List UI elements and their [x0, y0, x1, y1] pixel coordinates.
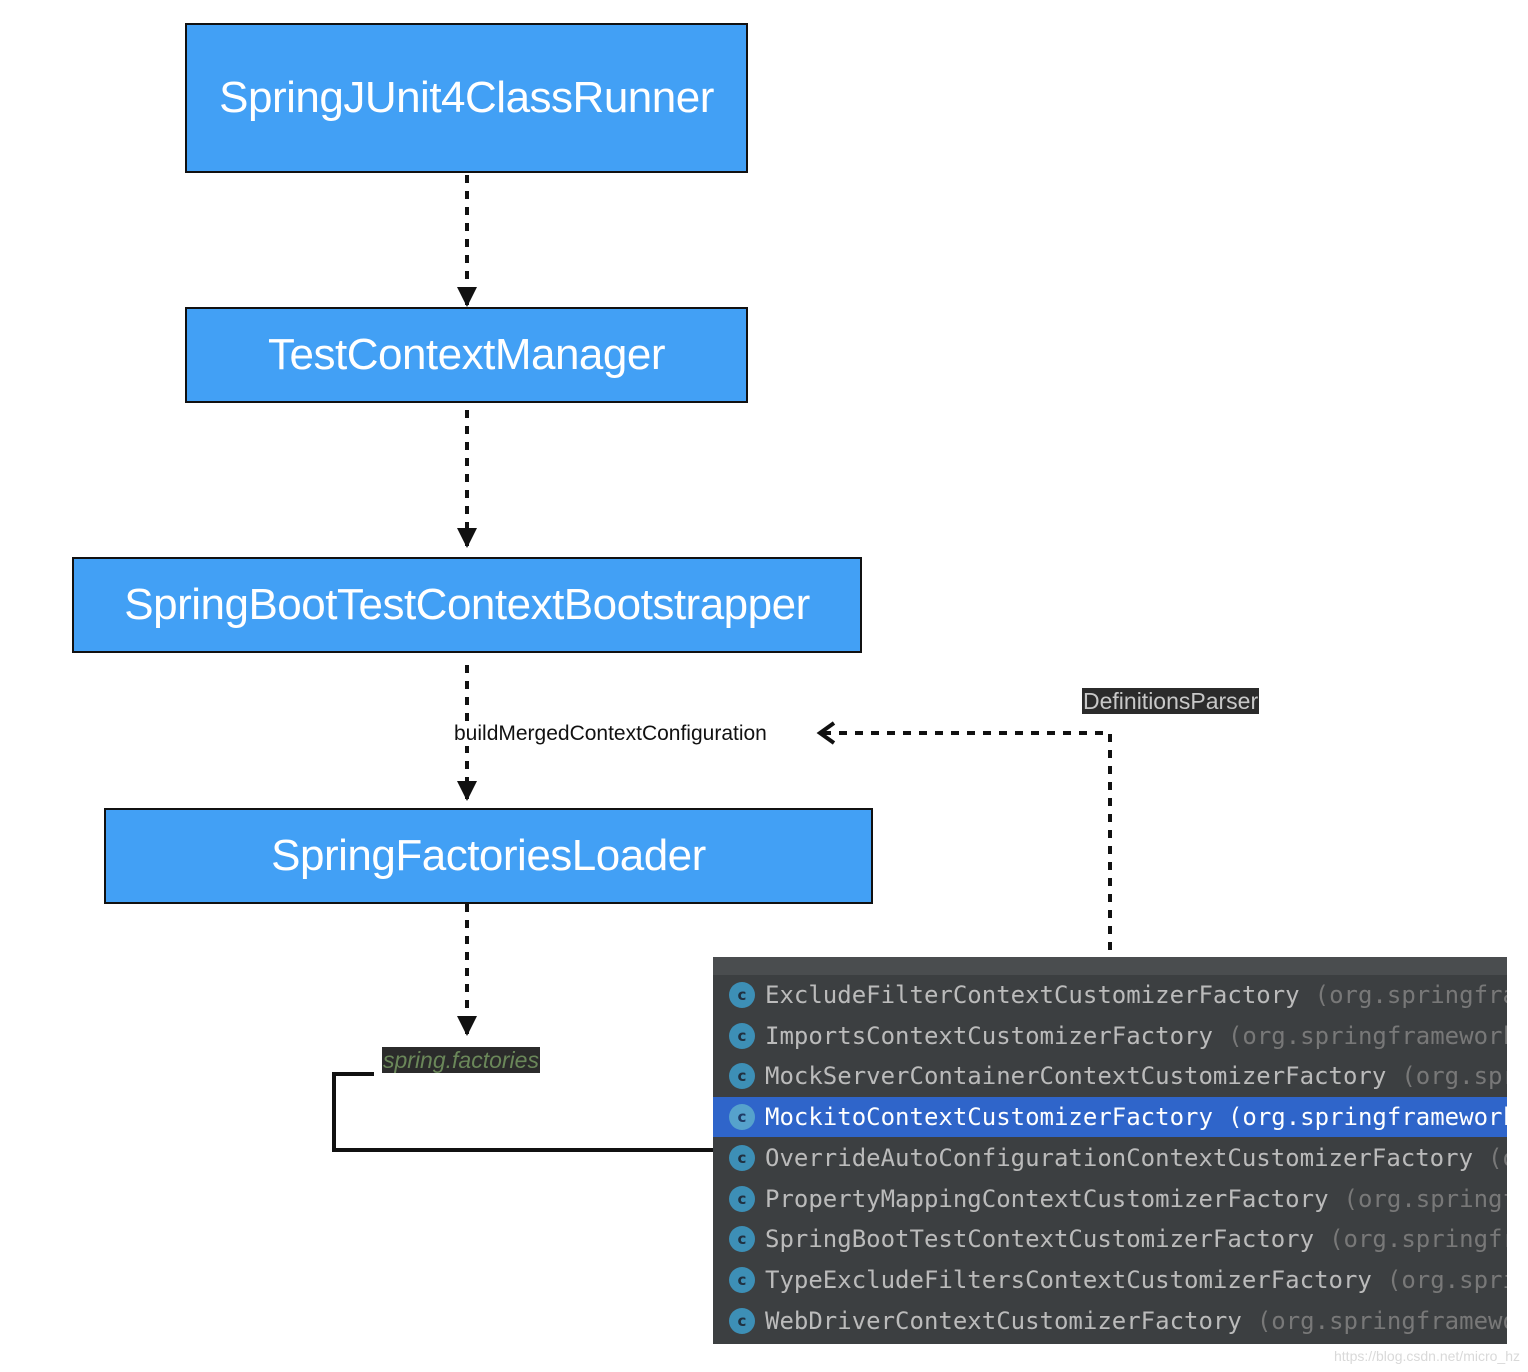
class-package: (org.springframework — [1227, 1021, 1507, 1050]
class-package: (org.springfr — [1329, 1225, 1507, 1254]
list-item[interactable]: c TypeExcludeFiltersContextCustomizerFact… — [713, 1260, 1507, 1300]
class-name: TypeExcludeFiltersContextCustomizerFacto… — [765, 1265, 1372, 1294]
class-name: PropertyMappingContextCustomizerFactory — [765, 1184, 1329, 1213]
class-icon: c — [729, 1307, 755, 1334]
class-name: MockitoContextCustomizerFactory — [765, 1103, 1213, 1132]
class-name: ImportsContextCustomizerFactory — [765, 1021, 1213, 1050]
class-icon: c — [729, 1185, 755, 1212]
class-name: ExcludeFilterContextCustomizerFactory — [765, 981, 1300, 1009]
list-item[interactable]: c ImportsContextCustomizerFactory (org.spr… — [713, 1016, 1507, 1056]
class-package: (org.spr — [1401, 1062, 1507, 1091]
class-package: (org.springf — [1343, 1184, 1507, 1213]
class-package: (org.springframewo — [1256, 1306, 1507, 1335]
watermark: https://blog.csdn.net/micro_hz — [1334, 1348, 1520, 1364]
node-spring-factories-loader: SpringFactoriesLoader — [104, 808, 873, 904]
node-label: TestContextManager — [268, 330, 666, 379]
tag-spring-factories: spring.factories — [382, 1047, 540, 1073]
edge-label-build-merged-context-configuration: buildMergedContextConfiguration — [454, 722, 767, 746]
class-icon: c — [729, 1266, 755, 1293]
node-label: SpringBootTestContextBootstrapper — [124, 580, 810, 629]
class-completion-popup: c ExcludeFilterContextCustomizerFactory (o… — [713, 957, 1507, 1344]
bracket-connector — [332, 1072, 714, 1152]
node-spring-junit4-class-runner: SpringJUnit4ClassRunner — [185, 23, 748, 173]
class-icon: c — [729, 1104, 755, 1131]
list-item[interactable]: c WebDriverContextCustomizerFactory (org.s… — [713, 1301, 1507, 1341]
class-package: (org.spri — [1386, 1265, 1507, 1294]
class-package: (org.springfra — [1314, 981, 1507, 1009]
list-item[interactable]: c MockitoContextCustomizerFactory (org.spr… — [713, 1097, 1507, 1138]
node-test-context-manager: TestContextManager — [185, 307, 748, 403]
class-name: MockServerContainerContextCustomizerFact… — [765, 1062, 1387, 1091]
class-icon: c — [729, 1226, 755, 1253]
class-package: (org.springframework — [1227, 1103, 1507, 1132]
class-name: SpringBootTestContextCustomizerFactory — [765, 1225, 1315, 1254]
class-package: (o — [1488, 1143, 1507, 1172]
list-item[interactable]: c PropertyMappingContextCustomizerFactory… — [713, 1179, 1507, 1219]
class-icon: c — [729, 1144, 755, 1171]
node-label: SpringJUnit4ClassRunner — [219, 73, 714, 122]
node-spring-boot-test-context-bootstrapper: SpringBootTestContextBootstrapper — [72, 557, 862, 653]
list-item[interactable]: c OverrideAutoConfigurationContextCustomi… — [713, 1138, 1507, 1178]
node-label: SpringFactoriesLoader — [271, 831, 706, 880]
tag-definitions-parser: DefinitionsParser — [1082, 688, 1260, 714]
class-icon: c — [729, 982, 755, 1008]
class-icon: c — [729, 1063, 755, 1090]
list-item[interactable]: c SpringBootTestContextCustomizerFactory (… — [713, 1219, 1507, 1259]
class-icon: c — [729, 1022, 755, 1049]
open-arrowhead — [816, 721, 836, 745]
class-name: WebDriverContextCustomizerFactory — [765, 1306, 1242, 1335]
list-item[interactable]: c MockServerContainerContextCustomizerFac… — [713, 1056, 1507, 1096]
list-item[interactable]: c ExcludeFilterContextCustomizerFactory (o… — [713, 975, 1507, 1015]
class-name: OverrideAutoConfigurationContextCustomiz… — [765, 1143, 1474, 1172]
